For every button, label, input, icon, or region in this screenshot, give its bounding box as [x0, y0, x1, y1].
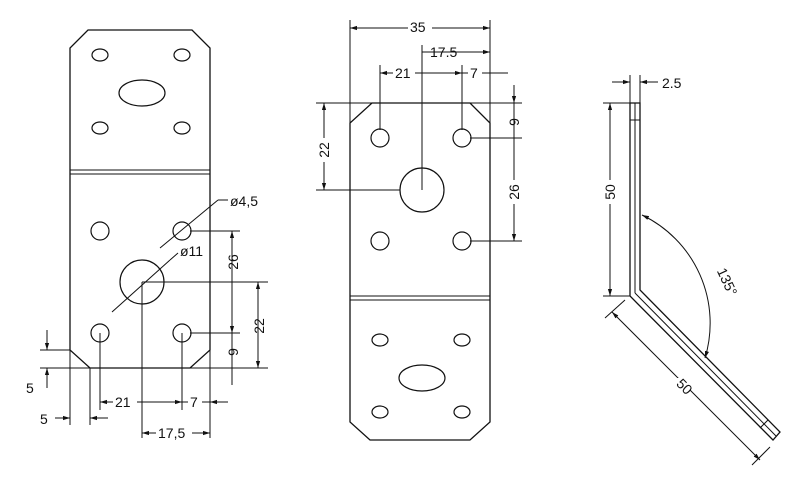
dim-17-5-middle: 17.5	[430, 44, 457, 60]
hole-diameter-large-label: ø11	[180, 243, 203, 259]
slot-holes	[91, 48, 191, 135]
dim-21-middle: 21	[395, 65, 411, 81]
dim-26-middle: 26	[506, 184, 522, 200]
dim-thickness: 2.5	[662, 75, 682, 91]
side-view: 2.5 50 135° 50	[602, 75, 781, 466]
dim-5-horizontal: 5	[40, 411, 48, 427]
hole-diameter-small-label: ø4,5	[230, 193, 258, 209]
dim-5-vertical: 5	[26, 380, 34, 396]
dim-22: 22	[251, 318, 267, 334]
dim-17-5: 17,5	[158, 425, 185, 441]
dim-9: 9	[225, 348, 241, 356]
dim-angle: 135°	[714, 265, 741, 298]
dim-35: 35	[410, 19, 426, 35]
front-view-middle: 35 17.5 21 7 22 9 26	[316, 18, 522, 441]
dim-22-middle: 22	[316, 142, 332, 158]
dim-21: 21	[115, 394, 131, 410]
dim-height: 50	[602, 184, 618, 200]
dim-7-middle: 7	[470, 65, 478, 81]
dim-26: 26	[225, 254, 241, 270]
front-view-left: ø4,5 ø11 26 9 22 5 5 21 7 17,5	[26, 29, 268, 441]
dim-9-middle: 9	[506, 118, 522, 126]
dim-7: 7	[190, 394, 198, 410]
